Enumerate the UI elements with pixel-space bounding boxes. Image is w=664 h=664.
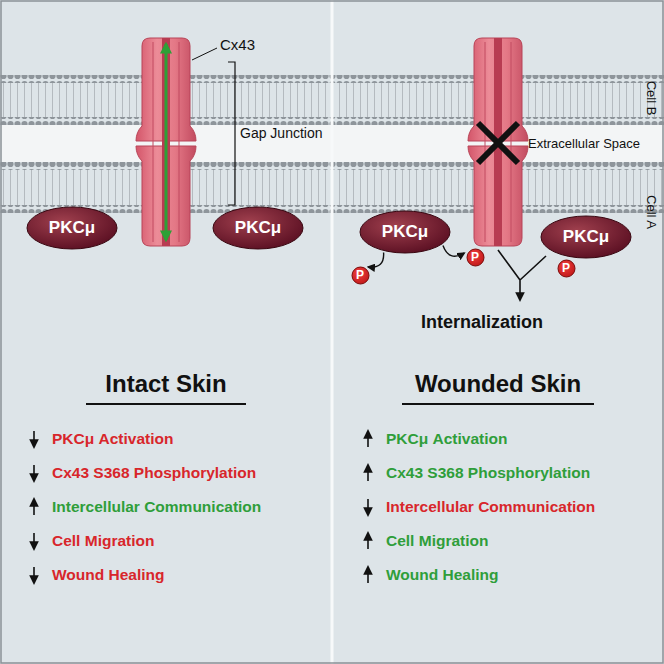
effect-item: Wound Healing [386, 566, 499, 584]
kinase-label: PKCμ [235, 218, 281, 238]
effect-item: Wound Healing [52, 566, 165, 584]
kinase-ellipse: PKCμ [359, 210, 451, 254]
trend-arrows [34, 431, 368, 583]
phosphorylation-arrow [368, 252, 383, 267]
effect-item: Cell Migration [52, 532, 154, 550]
kinase-ellipse: PKCμ [540, 215, 632, 259]
kinase-label: PKCμ [49, 218, 95, 238]
kinase-label: PKCμ [563, 227, 609, 247]
connexon-channel [468, 38, 528, 246]
kinase-ellipse: PKCμ [26, 206, 118, 250]
panel-heading: Wounded Skin [415, 370, 581, 398]
effect-item: PKCμ Activation [52, 430, 173, 448]
phosphate-circle: P [466, 248, 485, 267]
effect-item: Cx43 S368 Phosphorylation [386, 464, 590, 482]
effect-item: Cell Migration [386, 532, 488, 550]
connexon-channel [136, 38, 196, 246]
phosphate-label: P [471, 250, 479, 264]
effect-item: PKCμ Activation [386, 430, 507, 448]
panel-heading: Intact Skin [105, 370, 226, 398]
process-label: Internalization [421, 312, 543, 333]
phosphate-label: P [562, 261, 570, 275]
cell-label: Cell A [644, 195, 659, 229]
cell-label: Cell B [644, 81, 659, 116]
bracket [228, 62, 235, 205]
kinase-label: PKCμ [382, 222, 428, 242]
part-label: Gap Junction [240, 125, 323, 141]
phosphate-label: P [356, 268, 364, 282]
effect-item: Intercellular Communication [52, 498, 261, 516]
region-label: Extracellular Space [528, 136, 640, 151]
effect-item: Cx43 S368 Phosphorylation [52, 464, 256, 482]
phosphorylation-arrow [443, 246, 464, 257]
phosphate-circle: P [557, 259, 576, 278]
effect-item: Intercellular Communication [386, 498, 595, 516]
internalization-arrow [498, 250, 546, 300]
kinase-ellipse: PKCμ [212, 206, 304, 250]
part-label: Cx43 [220, 36, 255, 53]
phosphate-circle: P [351, 266, 370, 285]
leader-line [192, 48, 217, 60]
